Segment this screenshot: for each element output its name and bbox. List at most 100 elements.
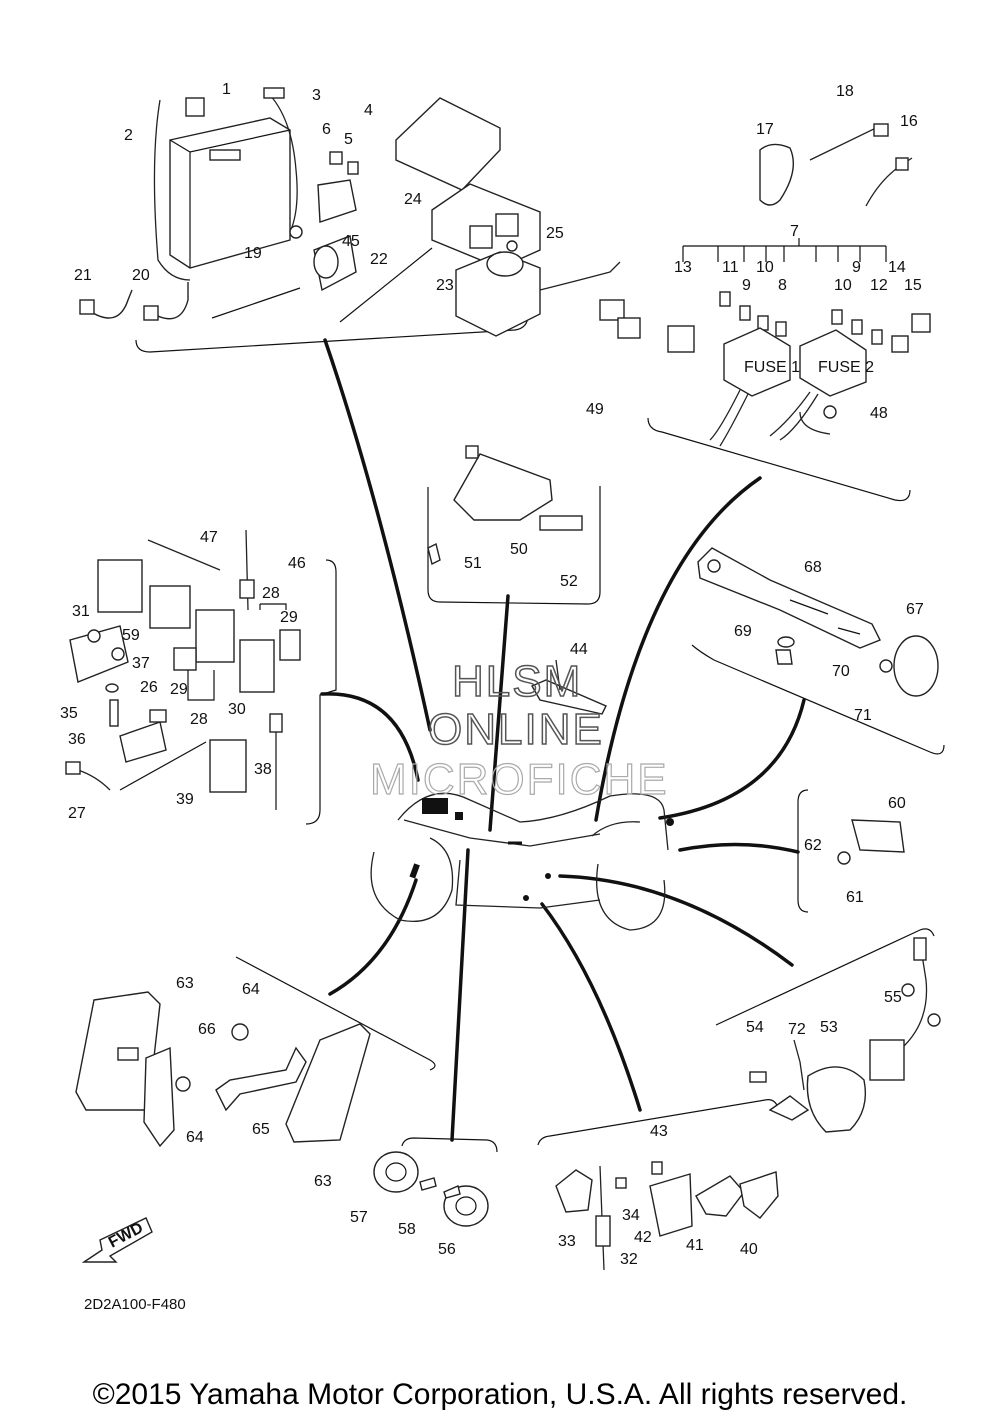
ecu-group [427,251,641,566]
callout: 27 [68,805,86,822]
callout: 32 [620,1251,638,1268]
callout: 29 [280,609,298,626]
callout: 38 [254,761,272,778]
callout: 2 [124,127,133,144]
sensor-group [749,937,941,1133]
callout: 59 [122,627,140,644]
callout: 30 [228,701,246,718]
callout: 49 [586,401,604,418]
callout: 14 [888,259,906,276]
horn-group [373,1151,489,1227]
callout: 69 [734,623,752,640]
callout: 50 [510,541,528,558]
callout: 36 [68,731,86,748]
callout: 35 [60,705,78,722]
callout: 42 [634,1229,652,1246]
callout: 47 [200,529,218,546]
callout: 55 [884,989,902,1006]
callout: 25 [546,225,564,242]
callout: 63 [314,1173,332,1190]
callout: 28 [190,711,208,728]
callout: 24 [404,191,422,208]
callout: 26 [140,679,158,696]
callout-labels-repeat: 9 10 29 28 63 64 [170,259,861,1190]
callout: 3 [312,87,321,104]
callout: 29 [170,681,188,698]
callout: 64 [242,981,260,998]
callout: 56 [438,1241,456,1258]
callout: 54 [746,1019,764,1036]
battery-group [79,87,541,323]
callout: 11 [722,259,739,276]
fuse-group: FUSE 1 FUSE 2 [667,123,931,447]
callout: 39 [176,791,194,808]
watermark-line-2: ONLINE [428,705,604,754]
callout: 51 [464,555,482,572]
callout: 15 [904,277,922,294]
callout: 43 [650,1123,668,1140]
callout: 60 [888,795,906,812]
watermark: HLSM ONLINE MICROFICHE [369,656,669,804]
callout: 28 [262,585,280,602]
callout: 66 [198,1021,216,1038]
callout: 41 [686,1237,704,1254]
callout: 10 [756,259,774,276]
tail-group [697,547,939,865]
callout: 63 [176,975,194,992]
callout: 40 [740,1241,758,1258]
callout: 17 [756,121,774,138]
callout: 21 [74,267,92,284]
callout: 4 [364,102,373,119]
callout: 61 [846,889,864,906]
callout: 33 [558,1233,576,1250]
callout: 44 [570,641,588,658]
callout: 71 [854,707,872,724]
callout: 52 [560,573,578,590]
callout: 68 [804,559,822,576]
callout: 31 [72,603,90,620]
callout: 18 [836,83,854,100]
copyright-notice: ©2015 Yamaha Motor Corporation, U.S.A. A… [92,1378,908,1411]
callout: 9 [742,277,751,294]
callout: 70 [832,663,850,680]
callout: 6 [322,121,331,138]
callout: 53 [820,1019,838,1036]
callout: 22 [370,251,388,268]
fuse-1-label: FUSE 1 [744,359,800,376]
callout: 37 [132,655,150,672]
callout: 20 [132,267,150,284]
callout-labels: 1 2 3 4 5 6 7 8 9 10 11 12 13 14 15 16 1… [60,81,924,1268]
callout: 62 [804,837,822,854]
callout: 45 [342,233,360,250]
callout: 1 [222,81,231,98]
callout: 64 [186,1129,204,1146]
watermark-line-3: MICROFICHE [370,755,669,804]
callout: 10 [834,277,852,294]
callout: 34 [622,1207,640,1224]
callout: 72 [788,1021,806,1038]
sidestand-group [555,1161,779,1271]
callout: 8 [778,277,787,294]
part-code: 2D2A100-F480 [84,1296,186,1313]
callout: 57 [350,1209,368,1226]
callout: 23 [436,277,454,294]
callout: 13 [674,259,692,276]
callout: 7 [790,223,799,240]
callout: 48 [870,405,888,422]
callout: 67 [906,601,924,618]
fwd-arrow: FWD [81,1217,153,1263]
callout: 9 [852,259,861,276]
callout: 46 [288,555,306,572]
callout: 16 [900,113,918,130]
relay-group [65,529,301,810]
callout: 58 [398,1221,416,1238]
callout: 12 [870,277,888,294]
leader-lines [320,338,806,1142]
callout: 19 [244,245,262,262]
callout: 5 [344,131,353,148]
callout: 65 [252,1121,270,1138]
motorcycle-outline [370,792,674,931]
fuse-2-label: FUSE 2 [818,359,874,376]
watermark-line-1: HLSM [452,657,582,706]
